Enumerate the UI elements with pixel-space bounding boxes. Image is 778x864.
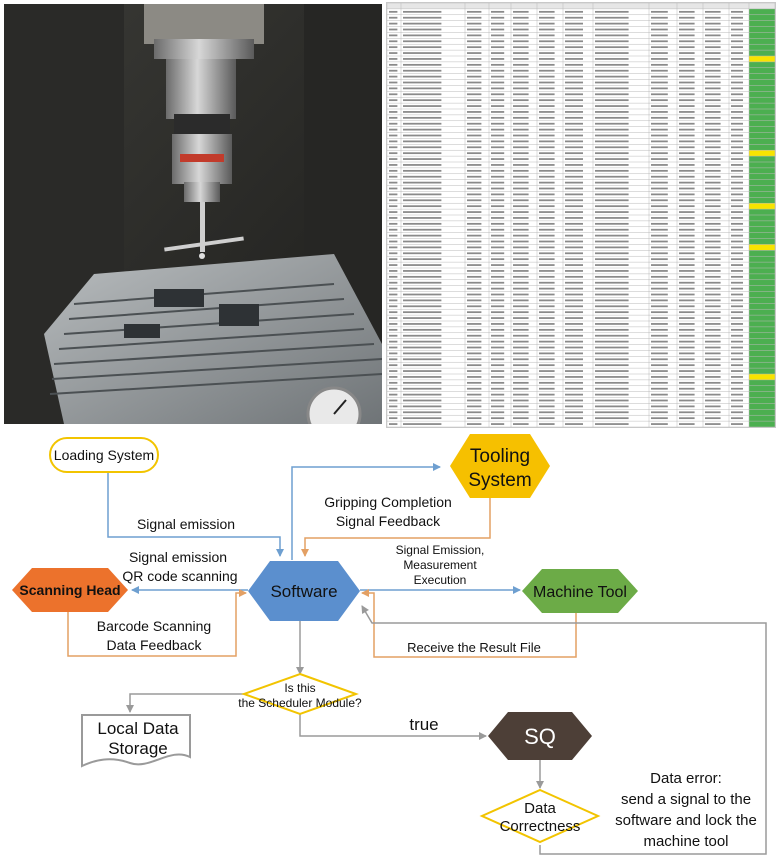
edge-machine-to-software	[361, 589, 577, 658]
edge-label-error-3: software and lock the	[615, 812, 757, 829]
local-storage-label-1: Local Data	[97, 719, 179, 738]
node-software: Software	[248, 561, 360, 621]
edge-decision-to-storage	[126, 693, 252, 713]
local-storage-label-2: Storage	[108, 739, 168, 758]
scanning-head-label: Scanning Head	[19, 582, 120, 598]
edge-label-error-2: send a signal to the	[621, 791, 751, 808]
node-scheduler-decision: Is this the Scheduler Module?	[238, 672, 362, 716]
node-local-data-storage: Local Data Storage	[81, 714, 191, 768]
data-correctness-label-1: Data	[524, 800, 556, 817]
edge-label-measure-1: Signal Emission,	[396, 543, 485, 557]
edge-label-barcode-1: Barcode Scanning	[97, 618, 211, 634]
edge-label-measure-2: Measurement	[403, 558, 477, 572]
node-scanning-head: Scanning Head	[12, 568, 128, 612]
scheduler-question-2: the Scheduler Module?	[238, 696, 362, 710]
edge-label-true: true	[409, 715, 438, 734]
cnc-probe-photo	[4, 4, 382, 424]
edge-tooling-to-software	[301, 498, 491, 557]
edge-correctness-to-software	[361, 605, 767, 855]
node-sq: SQ	[488, 712, 592, 760]
edge-software-to-tooling	[291, 463, 441, 560]
data-correctness-label-2: Correctness	[500, 818, 581, 835]
edge-decision-to-sq	[299, 714, 487, 740]
edge-label-error-4: machine tool	[643, 833, 728, 850]
edge-label-signal-emission: Signal emission	[137, 516, 235, 532]
node-machine-tool: Machine Tool	[522, 569, 638, 613]
measurement-spreadsheet	[386, 2, 776, 428]
flowchart: Loading System Tooling System Scanning H…	[0, 430, 778, 859]
node-data-correctness: Data Correctness	[479, 788, 601, 844]
node-tooling-system: Tooling System	[450, 434, 550, 498]
edge-label-signal-qr-2: QR code scanning	[122, 568, 237, 584]
scheduler-question-1: Is this	[284, 681, 315, 695]
machine-tool-label: Machine Tool	[533, 584, 627, 601]
edge-loading-to-software	[107, 472, 284, 557]
loading-system-label: Loading System	[54, 447, 154, 463]
edge-label-barcode-2: Data Feedback	[107, 637, 203, 653]
node-loading-system: Loading System	[49, 437, 159, 473]
edge-scanning-to-software	[67, 589, 247, 657]
software-label: Software	[270, 582, 337, 601]
edge-label-error-1: Data error:	[650, 770, 722, 787]
sq-label: SQ	[524, 724, 556, 749]
edge-label-gripping-2: Signal Feedback	[336, 513, 441, 529]
edge-label-receive-result: Receive the Result File	[407, 640, 541, 655]
tooling-system-label-2: System	[468, 470, 531, 491]
edge-label-measure-3: Execution	[414, 573, 467, 587]
edge-label-signal-qr-1: Signal emission	[129, 549, 227, 565]
edge-label-gripping-1: Gripping Completion	[324, 494, 452, 510]
tooling-system-label-1: Tooling	[470, 446, 530, 467]
